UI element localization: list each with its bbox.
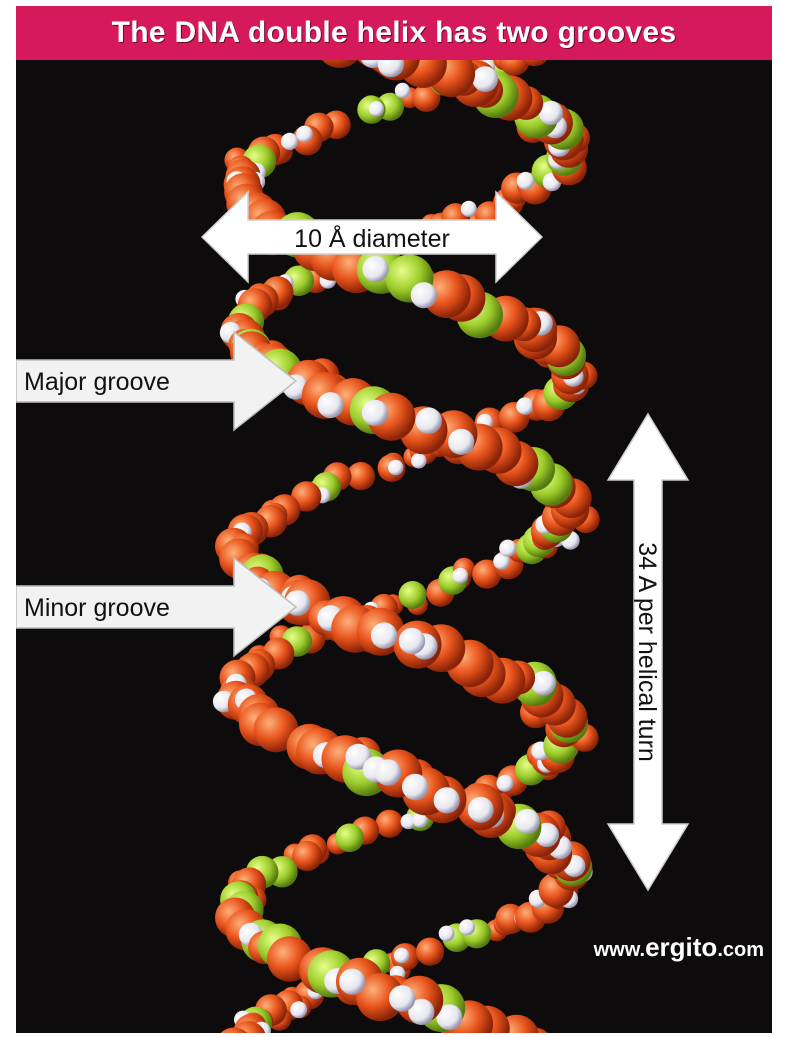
watermark: www.ergito.com (594, 932, 764, 963)
atom-sphere (452, 568, 468, 584)
helical-turn-arrow: 34 A per helical turn (608, 414, 688, 890)
atom-sphere (394, 948, 409, 963)
figure-title: The DNA double helix has two grooves (112, 16, 677, 50)
atom-sphere (497, 775, 514, 792)
atom-sphere (316, 60, 363, 68)
atom-sphere (335, 824, 364, 853)
atom-sphere (362, 400, 388, 426)
atom-sphere (290, 1001, 307, 1018)
atom-sphere (395, 83, 410, 98)
atom-sphere (416, 938, 444, 966)
atom-sphere (339, 969, 365, 995)
atom-sphere (531, 671, 556, 696)
watermark-brand: ergito (645, 932, 717, 962)
helix-atoms (213, 60, 600, 1033)
atom-sphere (402, 774, 428, 800)
atom-sphere (439, 926, 455, 942)
atom-sphere (411, 453, 426, 468)
atom-sphere (461, 201, 477, 217)
atom-sphere (369, 101, 384, 116)
helical-turn-label: 34 A per helical turn (633, 542, 661, 762)
atom-sphere (399, 581, 427, 609)
atom-sphere (375, 759, 401, 785)
atom-sphere (459, 919, 475, 935)
atom-sphere (317, 392, 343, 418)
minor-groove-label: Minor groove (24, 594, 170, 622)
atom-sphere (296, 126, 313, 143)
atom-sphere (448, 429, 474, 455)
dna-helix-illustration: 10 Å diameter Major groove Minor groove … (16, 60, 772, 1033)
atom-sphere (376, 810, 404, 838)
atom-sphere (281, 133, 298, 150)
atom-sphere (515, 809, 540, 834)
watermark-suffix: .com (717, 939, 764, 961)
atom-sphere (399, 628, 425, 654)
atom-sphere (363, 256, 389, 282)
atom-sphere (472, 66, 498, 92)
atom-sphere (416, 408, 442, 434)
figure-frame: The DNA double helix has two grooves (16, 6, 772, 1033)
atom-sphere (371, 622, 397, 648)
atom-sphere (388, 460, 403, 475)
atom-sphere (517, 172, 535, 190)
watermark-prefix: www. (594, 939, 645, 961)
major-groove-label: Major groove (24, 368, 170, 396)
diameter-label: 10 Å diameter (294, 223, 450, 253)
atom-sphere (411, 282, 437, 308)
title-bar: The DNA double helix has two grooves (16, 6, 772, 60)
atom-sphere (516, 397, 533, 414)
atom-sphere (389, 985, 415, 1011)
atom-sphere (434, 787, 460, 813)
atom-sphere (499, 540, 516, 557)
atom-sphere (468, 797, 494, 823)
